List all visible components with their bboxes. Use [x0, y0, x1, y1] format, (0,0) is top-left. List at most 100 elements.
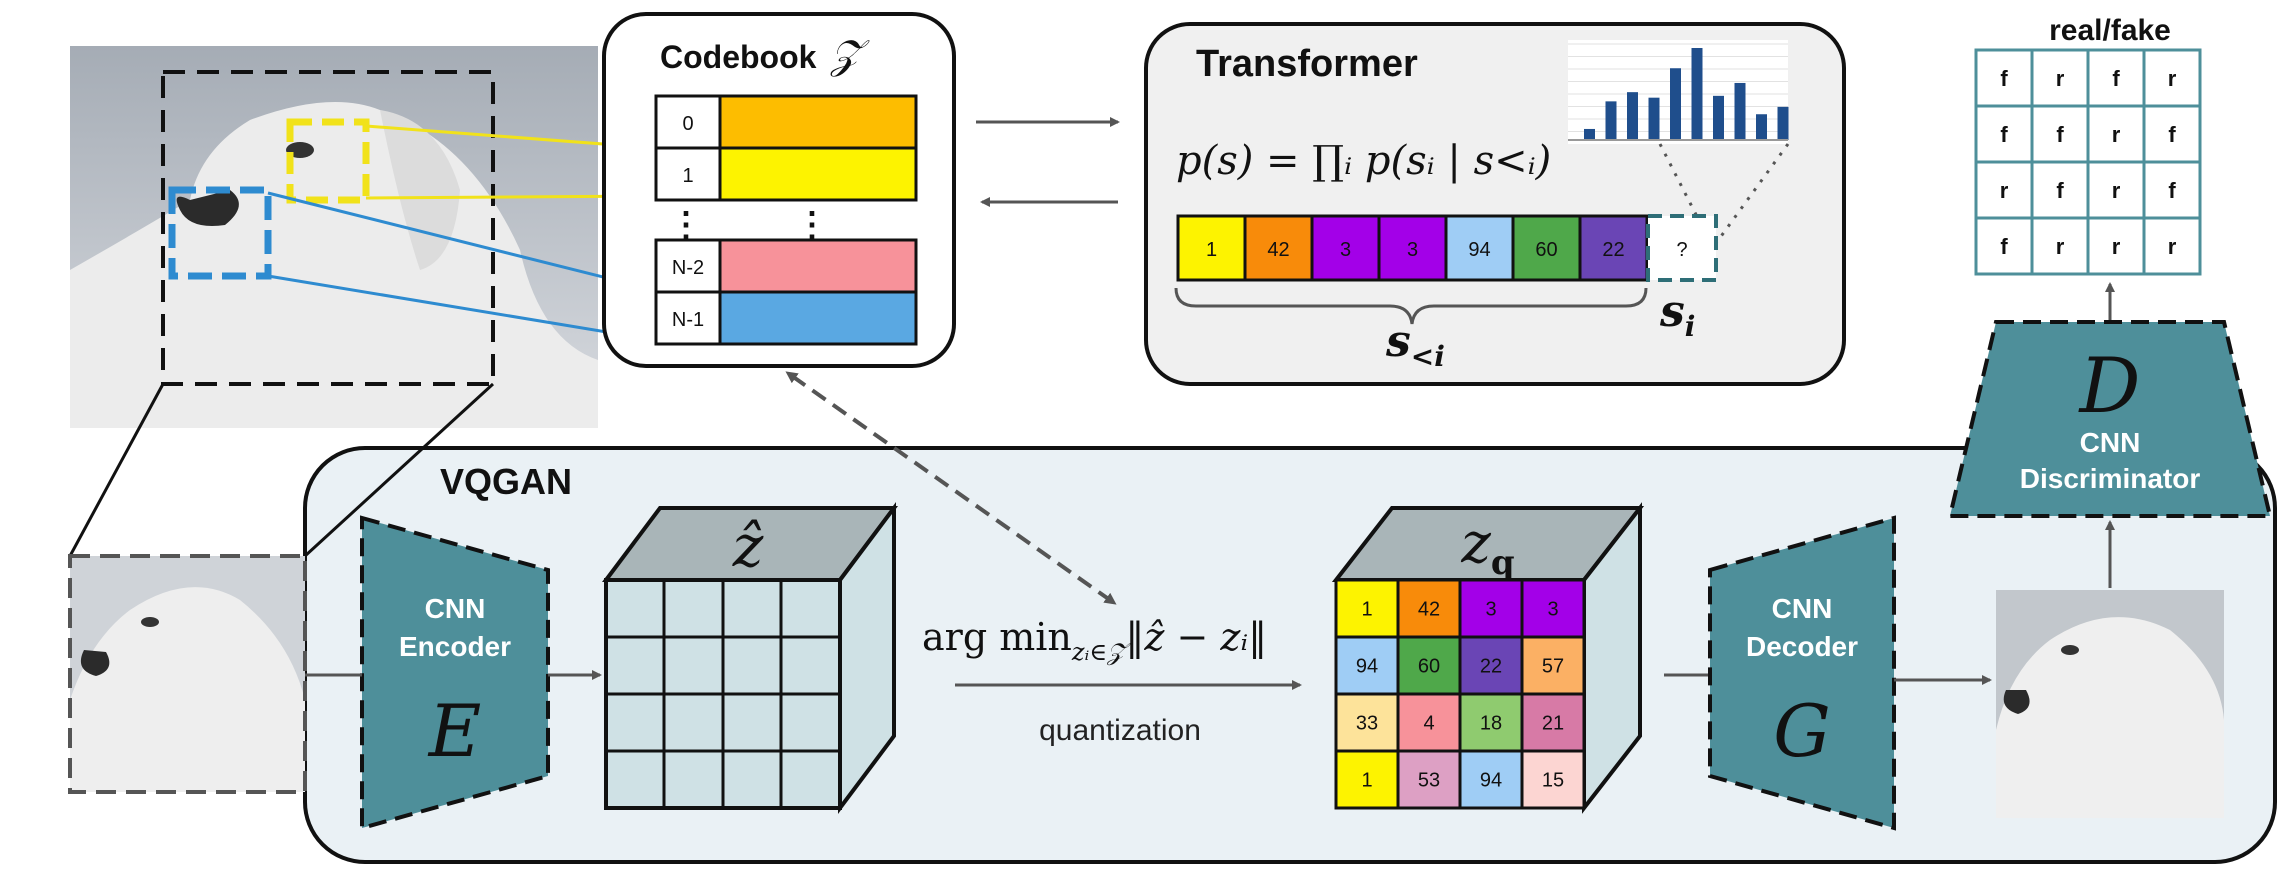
histogram-bar: [1777, 106, 1789, 140]
zq-cell-value: 33: [1356, 713, 1378, 735]
realfake-cell-value: f: [2000, 122, 2008, 147]
realfake-cell-value: f: [2112, 66, 2120, 91]
discriminator-symbol: D: [2078, 341, 2141, 430]
codebook-table: 0 1N-2N-1: [654, 94, 918, 346]
realfake-cell-value: r: [2000, 178, 2009, 203]
codebook-index-label: 0: [682, 113, 693, 135]
sequence-token-value: 94: [1468, 239, 1490, 261]
sequence-token: [1243, 214, 1314, 282]
decoder-symbol: G: [1773, 689, 1831, 773]
zq-cell: [1458, 692, 1524, 753]
sequence-token-value: 3: [1340, 239, 1351, 261]
realfake-cell-value: f: [2000, 66, 2008, 91]
sequence-token-value: 42: [1267, 239, 1289, 261]
codebook-ellipsis-vector: ⋮: [795, 206, 829, 244]
histogram-bar: [1691, 48, 1703, 140]
realfake-cell: [1974, 216, 2034, 276]
realfake-cell-value: r: [2112, 178, 2121, 203]
codebook-index-label: N-2: [672, 257, 704, 279]
yellow-patch: [286, 118, 370, 204]
encoder-label-line1: CNN: [425, 593, 486, 624]
codebook-ellipsis-index: ⋮: [669, 206, 703, 244]
zq-cell-value: 60: [1418, 656, 1440, 678]
zq-cell-value: 4: [1423, 713, 1434, 735]
zhat-label: ẑ: [732, 512, 764, 580]
zq-cell-value: 57: [1542, 656, 1564, 678]
zq-cell-value: 42: [1418, 599, 1440, 621]
realfake-title: real/fake: [2049, 14, 2171, 47]
zq-cell-value: 18: [1480, 713, 1502, 735]
encoder-input-image: [70, 556, 305, 792]
transformer-title: Transformer: [1196, 43, 1418, 85]
histogram-bar: [1605, 101, 1617, 140]
encoder-block: [360, 515, 550, 831]
sequence-token: [1377, 214, 1448, 282]
realfake-cell-value: r: [2168, 234, 2177, 259]
realfake-cell-value: f: [2168, 122, 2176, 147]
codebook-index-label: N-1: [672, 309, 704, 331]
histogram-bar: [1627, 92, 1638, 140]
realfake-cell: [2030, 216, 2090, 276]
realfake-cell-value: f: [2056, 122, 2064, 147]
realfake-cell: [2142, 160, 2202, 220]
context-label: s<i: [1385, 316, 1445, 373]
sequence-token-value: 22: [1602, 239, 1624, 261]
codebook-vector: [718, 290, 918, 346]
decoder-label-line2: Decoder: [1746, 631, 1858, 662]
sequence-token-value: 60: [1535, 239, 1557, 261]
zq-cell-value: 1: [1361, 770, 1372, 792]
codebook-vector: [718, 94, 918, 150]
vqgan-title: VQGAN: [440, 461, 572, 502]
realfake-cell: [2086, 216, 2146, 276]
histogram-bar: [1713, 95, 1724, 140]
codebook-vector: [718, 146, 918, 202]
next-label: si: [1659, 286, 1695, 343]
reconstructed-image: [1996, 590, 2224, 818]
codebook-vector: [718, 238, 918, 294]
sequence-token: [1578, 214, 1649, 282]
sequence-token: [1444, 214, 1515, 282]
realfake-cell-value: r: [2112, 234, 2121, 259]
zq-cell-value: 3: [1485, 599, 1496, 621]
zq-cell-value: 22: [1480, 656, 1502, 678]
zq-cell: [1520, 692, 1586, 753]
discriminator-label-line2: Discriminator: [2020, 463, 2201, 494]
histogram-bar: [1648, 97, 1660, 140]
zq-cell: [1334, 635, 1400, 696]
histogram-bar: [1670, 68, 1681, 140]
zq-cell-value: 94: [1356, 656, 1378, 678]
blue-patch: [168, 186, 272, 280]
zq-cell: [1520, 749, 1586, 810]
histogram-bar: [1584, 128, 1595, 140]
quantization-label: quantization: [1039, 714, 1201, 747]
sequence-token: [1176, 214, 1247, 282]
zq-cell-value: 3: [1547, 599, 1558, 621]
zq-cell-value: 53: [1418, 770, 1440, 792]
realfake-cell: [2142, 104, 2202, 164]
zq-cell-value: 21: [1542, 713, 1564, 735]
sequence-token-value: 1: [1206, 239, 1217, 261]
zq-cell: [1396, 749, 1462, 810]
realfake-cell-value: r: [2056, 66, 2065, 91]
realfake-cell-value: f: [2168, 178, 2176, 203]
codebook-index-cell: [654, 238, 722, 294]
realfake-cell: [2142, 48, 2202, 108]
realfake-cell: [2086, 104, 2146, 164]
realfake-cell-value: f: [2000, 234, 2008, 259]
realfake-cell-value: f: [2056, 178, 2064, 203]
histogram-bar: [1756, 114, 1767, 140]
zq-cell: [1520, 578, 1586, 639]
transformer-formula: p(s) = ∏ᵢ p(sᵢ | s<ᵢ): [1176, 138, 1551, 184]
zq-cell: [1520, 635, 1586, 696]
next-token-box: [1646, 214, 1718, 282]
codebook-index-label: 1: [682, 165, 693, 187]
next-token-value: ?: [1676, 239, 1687, 261]
encoder-label-line2: Encoder: [399, 631, 511, 662]
zq-cell: [1396, 578, 1462, 639]
input-dog-image: [70, 46, 598, 428]
zq-cell-value: 15: [1542, 770, 1564, 792]
